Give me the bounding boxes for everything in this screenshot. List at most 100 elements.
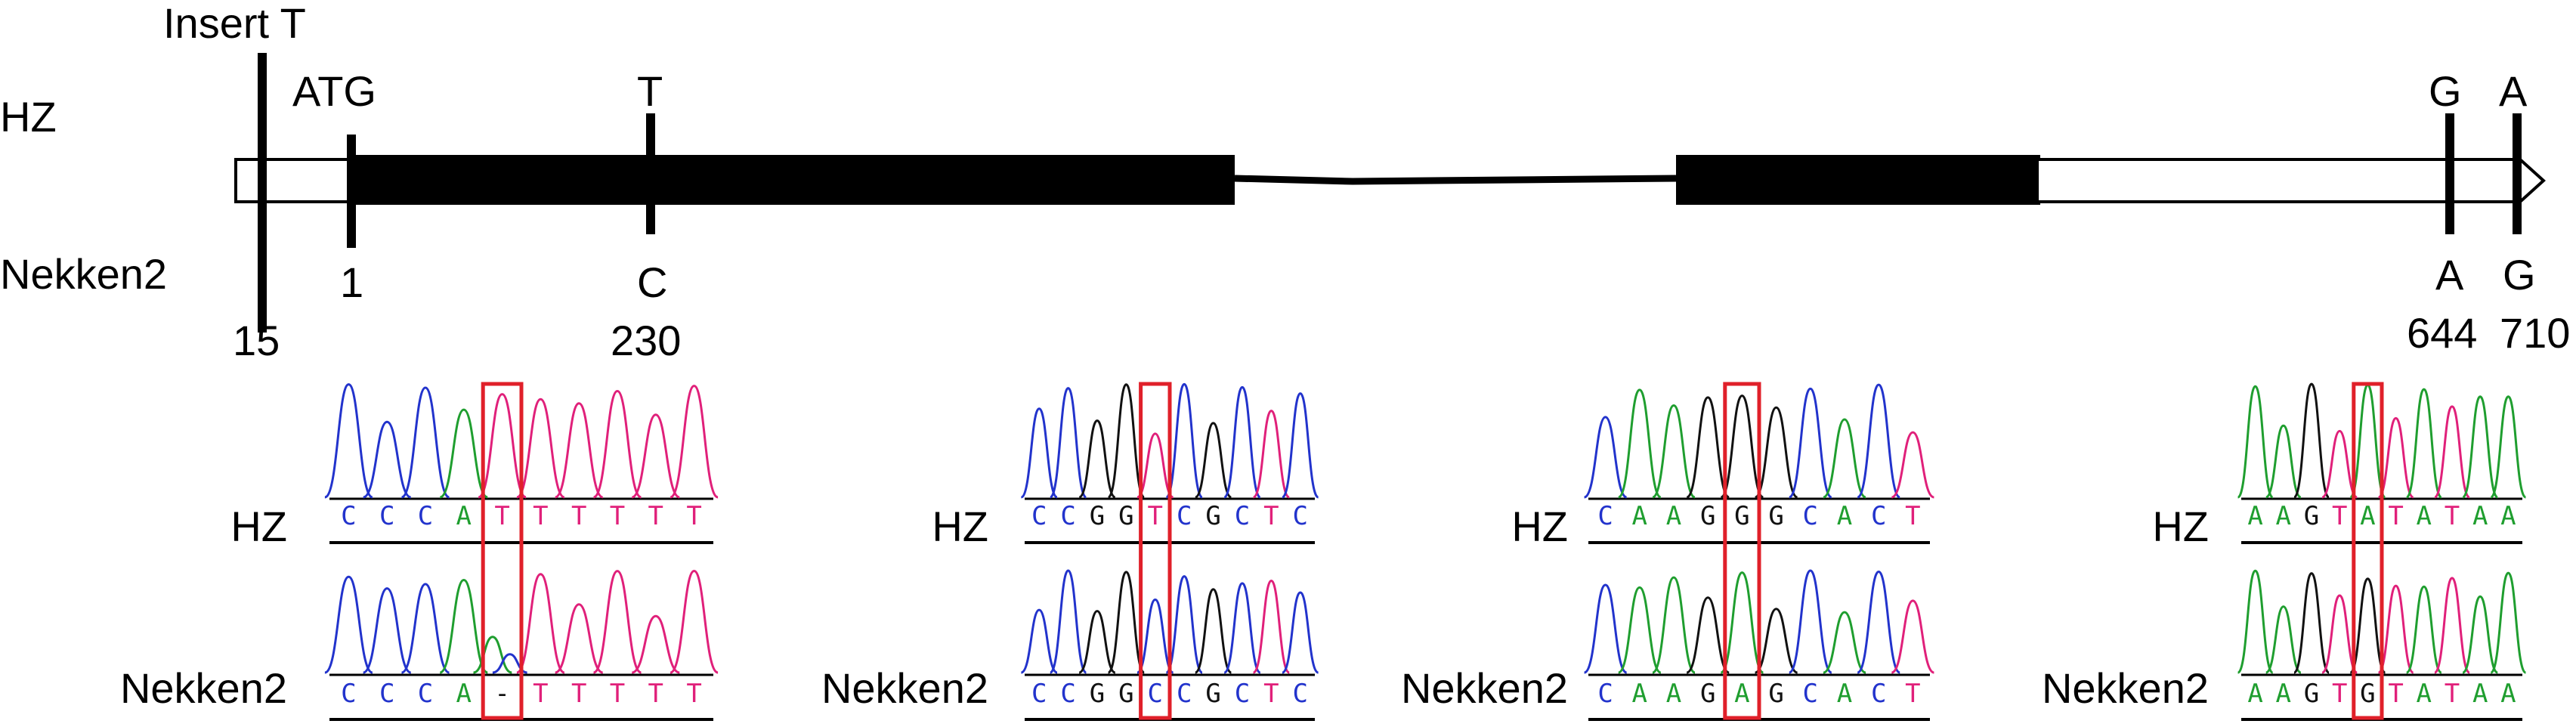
peak-t	[670, 385, 719, 499]
base-call: T	[686, 501, 701, 531]
base-call: C	[1803, 679, 1818, 709]
peak-g	[1686, 396, 1730, 499]
base-call: T	[571, 679, 586, 709]
peak-a	[2405, 388, 2443, 499]
base-call: C	[1148, 679, 1163, 709]
base-call: C	[341, 679, 356, 709]
peak-a	[2461, 395, 2499, 499]
peak-c	[400, 386, 450, 499]
peak-c	[1583, 583, 1628, 674]
base-call: C	[418, 501, 433, 531]
peak-a	[1618, 586, 1662, 674]
peak-c	[324, 383, 373, 499]
base-call: C	[1031, 501, 1047, 531]
base-call: T	[610, 501, 625, 531]
tick-230	[646, 113, 655, 234]
peak-c	[1281, 392, 1320, 499]
base-call: A	[2472, 501, 2488, 531]
peak-t	[631, 413, 680, 499]
peak-t	[592, 570, 642, 674]
base-call: A	[2417, 679, 2432, 709]
peak-c	[363, 587, 412, 674]
base-call: C	[379, 501, 394, 531]
base-call: A	[2472, 679, 2488, 709]
peak-a	[2489, 571, 2527, 674]
peak-a	[439, 408, 488, 499]
base-call: A	[2500, 501, 2516, 531]
base-call: -	[494, 679, 509, 709]
variant-highlight-box	[1723, 382, 1761, 720]
peak-c	[1223, 582, 1262, 674]
base-call: T	[533, 679, 548, 709]
peak-c	[1164, 382, 1204, 499]
base-call: G	[1700, 679, 1715, 709]
base-call: T	[2332, 679, 2347, 709]
peak-a	[2265, 424, 2302, 499]
base-call: T	[2445, 679, 2460, 709]
base-call: T	[648, 679, 663, 709]
peak-a	[439, 579, 488, 674]
peak-g	[1078, 419, 1116, 499]
peak-c	[1857, 570, 1901, 674]
peak-c	[1857, 383, 1901, 499]
peak-g	[1107, 383, 1146, 499]
base-call: A	[2276, 679, 2291, 709]
peak-g	[1754, 406, 1798, 499]
base-call: C	[1177, 501, 1192, 531]
variant-highlight-box	[2352, 382, 2384, 720]
gene-structure: Insert T ATG T G A HZ Nekken2 15 1 C 230…	[0, 0, 2570, 364]
peak-a	[2265, 605, 2302, 674]
peak-c	[1164, 575, 1204, 674]
label-pos-644: 644	[2407, 309, 2477, 357]
base-call: C	[1177, 679, 1192, 709]
label-pos-15: 15	[233, 317, 280, 364]
hz-label-1: HZ	[230, 503, 287, 550]
label-insert-t: Insert T	[163, 0, 306, 47]
base-call: C	[1235, 501, 1250, 531]
peak-t	[1136, 432, 1174, 499]
label-c-230: C	[637, 258, 667, 306]
peak-g	[2293, 382, 2330, 499]
peak-c	[1049, 387, 1087, 499]
peak-t	[555, 402, 604, 499]
utr5-box	[234, 158, 355, 203]
peak-g	[1107, 571, 1146, 674]
base-call: A	[2500, 679, 2516, 709]
peak-a	[2237, 385, 2274, 499]
peak-c	[1020, 608, 1058, 674]
utr3-box	[2039, 158, 2546, 203]
base-call: G	[1090, 501, 1105, 531]
peak-c	[1583, 416, 1628, 499]
peak-t	[1252, 410, 1291, 499]
base-call: G	[1700, 501, 1715, 531]
exon-1	[352, 155, 1235, 205]
base-call: C	[1235, 679, 1250, 709]
base-call: A	[2360, 501, 2375, 531]
peak-t	[1891, 599, 1935, 674]
base-call: A	[1666, 501, 1681, 531]
peak-t	[516, 398, 565, 499]
peak-a	[1617, 388, 1662, 499]
base-call: T	[648, 501, 663, 531]
base-call: C	[1871, 501, 1886, 531]
peak-a	[1823, 611, 1866, 674]
base-call: T	[1148, 501, 1163, 531]
peak-noise	[472, 636, 512, 674]
peak-c	[1282, 591, 1319, 674]
peak-g	[2293, 572, 2330, 674]
peak-g	[1754, 608, 1798, 674]
nekken2-label-4: Nekken2	[2042, 664, 2209, 712]
variant-highlight-box	[1139, 382, 1172, 720]
label-g-644: G	[2429, 67, 2462, 115]
base-call: G	[2304, 679, 2319, 709]
peak-t	[2321, 429, 2358, 499]
exon-2	[1676, 155, 2040, 205]
peak-c	[1788, 387, 1832, 499]
nekken2-label-1: Nekken2	[120, 664, 287, 712]
peak-t	[631, 614, 680, 674]
